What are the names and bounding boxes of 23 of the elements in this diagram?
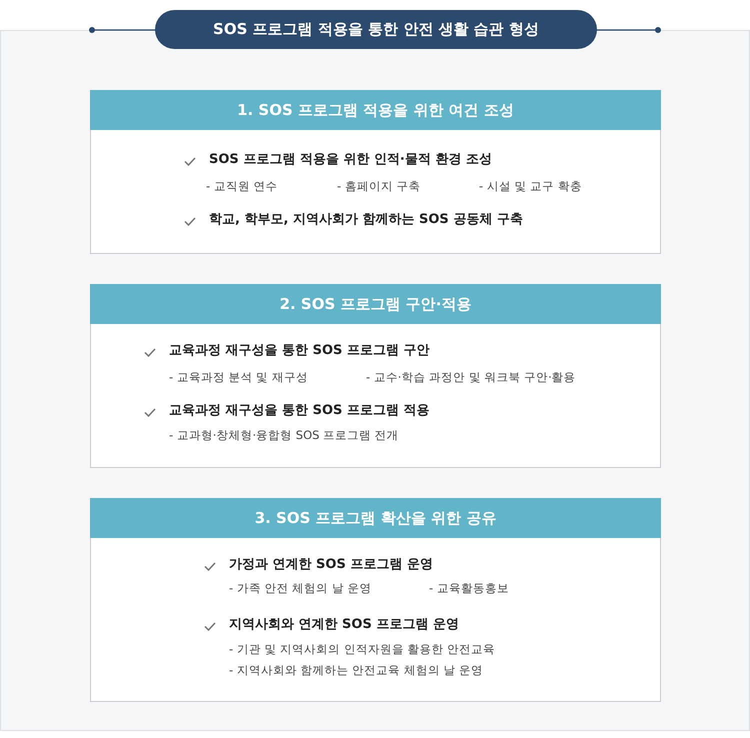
sub-item: - 기관 및 지역사회의 인적자원을 활용한 안전교육 [229, 641, 496, 657]
checklist-item: 학교, 학부모, 지역사회가 함께하는 SOS 공동체 구축 [209, 211, 523, 229]
sub-item: - 교직원 연수 [206, 178, 278, 194]
sub-item: - 교과형·창체형·융합형 SOS 프로그램 전개 [169, 427, 399, 443]
checklist-item: SOS 프로그램 적용을 위한 인적·물적 환경 조성 [209, 151, 492, 169]
checklist-item: 지역사회와 연계한 SOS 프로그램 운영 [229, 616, 459, 634]
sub-item: - 교육과정 분석 및 재구성 [169, 369, 308, 385]
sub-item: - 가족 안전 체험의 날 운영 [229, 580, 372, 596]
sub-item: - 교수·학습 과정안 및 워크북 구안·활용 [366, 369, 576, 385]
checklist-item: 교육과정 재구성을 통한 SOS 프로그램 구안 [169, 342, 430, 360]
section-box [90, 90, 661, 254]
checklist-item: 가정과 연계한 SOS 프로그램 운영 [229, 556, 433, 574]
title-banner: SOS 프로그램 적용을 통한 안전 생활 습관 형성 [155, 10, 597, 49]
checklist-item: 교육과정 재구성을 통한 SOS 프로그램 적용 [169, 402, 430, 420]
section-box [90, 284, 661, 468]
sub-item: - 홈페이지 구축 [337, 178, 420, 194]
sub-item: - 지역사회와 함께하는 안전교육 체험의 날 운영 [229, 662, 484, 678]
section-header: 1. SOS 프로그램 적용을 위한 여건 조성 [90, 90, 661, 130]
sub-item: - 시설 및 교구 확충 [479, 178, 582, 194]
sub-item: - 교육활동홍보 [429, 580, 509, 596]
section-header: 3. SOS 프로그램 확산을 위한 공유 [90, 498, 661, 538]
section-box [90, 498, 661, 702]
section-header: 2. SOS 프로그램 구안·적용 [90, 284, 661, 324]
